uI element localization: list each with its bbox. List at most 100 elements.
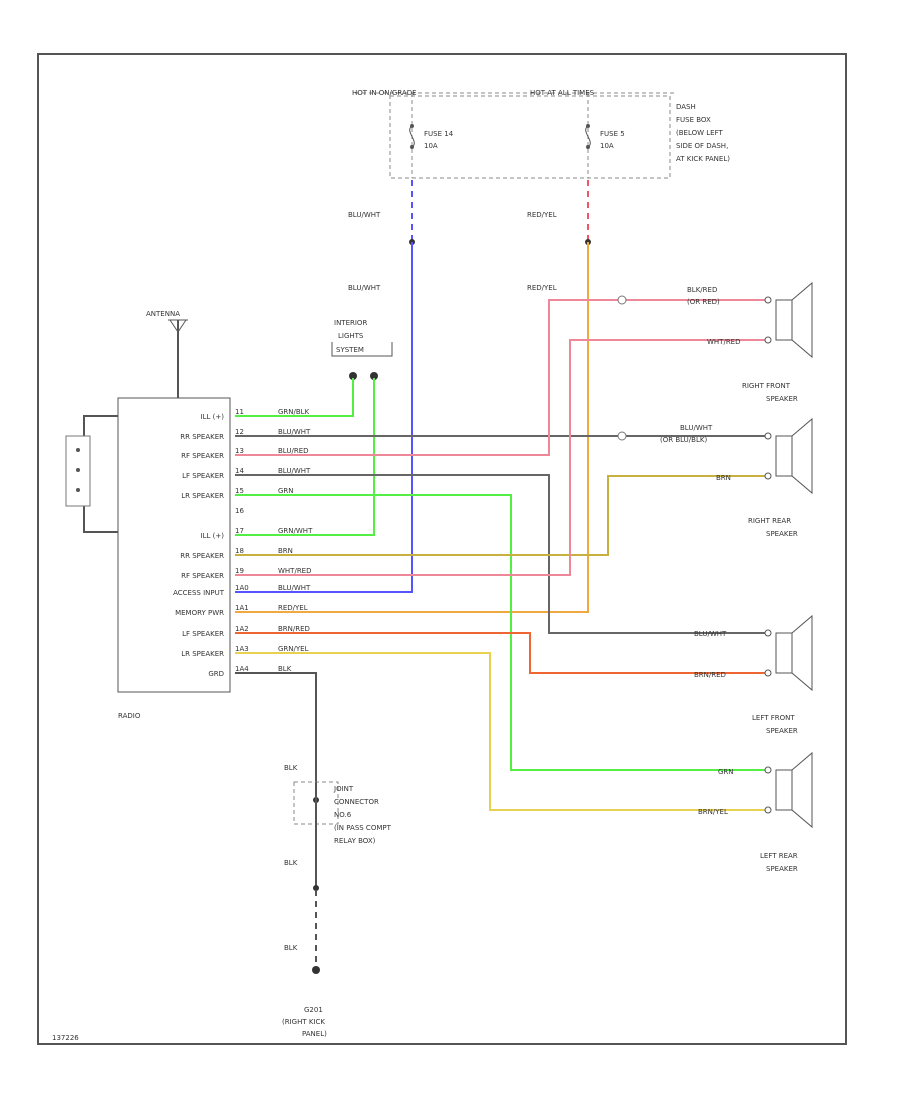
- lf-wire-top: BLU/WHT: [694, 630, 727, 638]
- fusebox-line-5: AT KICK PANEL): [676, 155, 730, 163]
- lf-wire-bottom: BRN/RED: [694, 671, 726, 679]
- fuse-5-label: FUSE 5: [600, 130, 625, 138]
- rr-terminal-bottom: [764, 472, 772, 480]
- side-connector-pin-2: [76, 468, 80, 472]
- radio-pin-number: 18: [235, 547, 244, 555]
- radio-pin-label: LR SPEAKER: [181, 492, 224, 500]
- ground-splice-dot: [313, 885, 319, 891]
- wire-rr-lower: [235, 475, 765, 556]
- orange-feed-wire: [235, 242, 589, 613]
- radio-pin-number: 11: [235, 408, 244, 416]
- wire-rf-lower: [235, 339, 765, 576]
- ground-point-line-3: PANEL): [302, 1030, 327, 1038]
- radio-wire-color-label: GRN/WHT: [278, 527, 313, 535]
- lf-terminal-top: [764, 629, 772, 637]
- fuse-5-rating: 10A: [600, 142, 614, 150]
- radio-pin-number: 1A3: [235, 645, 249, 653]
- radio-pin-label: GRD: [208, 670, 224, 678]
- radio-side-connector: [65, 415, 118, 533]
- rf-wire-bottom: WHT/RED: [707, 338, 741, 346]
- speaker-left-front: BLU/WHT BRN/RED LEFT FRONT SPEAKER: [694, 614, 813, 735]
- hot-right-label: HOT AT ALL TIMES: [530, 89, 595, 97]
- wire-ill-2: [235, 378, 375, 536]
- radio-pin-number: 1A4: [235, 665, 249, 673]
- fuse-5-symbol: [585, 125, 591, 148]
- radio-pin-label: ILL (+): [201, 413, 225, 421]
- radio-pin-number: 14: [235, 467, 244, 475]
- interior-lights-terminal-2: [370, 372, 378, 380]
- inline-connector-rf: [617, 295, 627, 305]
- radio-pin-number: 15: [235, 487, 244, 495]
- rf-wire-top-1: BLK/RED: [687, 286, 717, 294]
- antenna: ANTENNA: [146, 310, 188, 398]
- radio-pin-label: LF SPEAKER: [182, 472, 224, 480]
- side-connector-body: [65, 435, 91, 507]
- radio-wire-color-label: BRN: [278, 547, 293, 555]
- radio-pin-label: RF SPEAKER: [181, 452, 224, 460]
- radio-pin-number: 17: [235, 527, 244, 535]
- rf-speaker-cone: [791, 281, 813, 359]
- rf-speaker-name-1: RIGHT FRONT: [742, 382, 791, 390]
- radio-pin-label: ACCESS INPUT: [173, 589, 225, 597]
- inline-connector-rr: [617, 431, 627, 441]
- radio-wire-color-label: GRN: [278, 487, 294, 495]
- radio-wire-color-label: BLU/WHT: [278, 584, 311, 592]
- blue-feed-wire: [235, 242, 413, 593]
- fusebox-line-4: SIDE OF DASH,: [676, 142, 728, 150]
- antenna-label: ANTENNA: [146, 310, 180, 318]
- fusebox-line-3: (BELOW LEFT: [676, 129, 723, 137]
- red-yel-top-label: RED/YEL: [527, 211, 557, 219]
- radio-pin-label: LR SPEAKER: [181, 650, 224, 658]
- radio-pin-label: RF SPEAKER: [181, 572, 224, 580]
- joint-connector-line-1: JOINT: [333, 785, 354, 793]
- rf-speaker-magnet: [775, 299, 793, 341]
- radio-pin-number: 1A2: [235, 625, 249, 633]
- lr-speaker-cone: [791, 751, 813, 829]
- radio-pin-number: 12: [235, 428, 244, 436]
- blu-wht-top-label: BLU/WHT: [348, 211, 381, 219]
- radio-pin-label: RR SPEAKER: [180, 433, 224, 441]
- radio-wire-color-label: WHT/RED: [278, 567, 312, 575]
- wire-lf-lower: [235, 632, 765, 674]
- rr-wire-top-1: BLU/WHT: [680, 424, 713, 432]
- rr-speaker-name-1: RIGHT REAR: [748, 517, 791, 525]
- interior-lights-line-1: INTERIOR: [334, 319, 367, 327]
- antenna-arm-right: [177, 319, 187, 333]
- joint-connector-line-3: NO.6: [334, 811, 352, 819]
- lf-speaker-name-2: SPEAKER: [766, 727, 798, 735]
- antenna-arm-left: [169, 319, 179, 333]
- fusebox-label: DASH FUSE BOX (BELOW LEFT SIDE OF DASH, …: [676, 103, 730, 163]
- diagram-border: [37, 53, 847, 1045]
- radio-wire-color-label: GRN/YEL: [278, 645, 309, 653]
- interior-lights: INTERIOR LIGHTS SYSTEM: [331, 319, 393, 380]
- radio-pin-label: MEMORY PWR: [175, 609, 224, 617]
- ground-blk-3: BLK: [284, 944, 298, 952]
- fuse-14-rating: 10A: [424, 142, 438, 150]
- radio-label: RADIO: [118, 712, 141, 720]
- lr-wire-bottom: BRN/YEL: [698, 808, 728, 816]
- lr-speaker-magnet: [775, 769, 793, 811]
- red-yel-mid-label: RED/YEL: [527, 284, 557, 292]
- lr-terminal-top: [764, 766, 772, 774]
- interior-lights-bracket: [331, 342, 393, 357]
- rf-terminal-top: [764, 296, 772, 304]
- radio-pin-number: 16: [235, 507, 244, 515]
- wire-ill-1: [235, 378, 354, 417]
- radio-pin-number: 13: [235, 447, 244, 455]
- radio-pin-label: LF SPEAKER: [182, 630, 224, 638]
- ground-point-dot: [312, 966, 320, 974]
- radio-pin-number: 19: [235, 567, 244, 575]
- lr-speaker-name-1: LEFT REAR: [760, 852, 798, 860]
- wire-rf-upper: [235, 299, 765, 456]
- lf-speaker-name-1: LEFT FRONT: [752, 714, 795, 722]
- radio-wire-color-label: BLU/RED: [278, 447, 309, 455]
- radio-pin-number: 1A0: [235, 584, 249, 592]
- radio-wire-color-label: BRN/RED: [278, 625, 310, 633]
- rr-wire-bottom: BRN: [716, 474, 731, 482]
- radio-pin-label: ILL (+): [201, 532, 225, 540]
- radio-pin-number: 1A1: [235, 604, 249, 612]
- speaker-left-rear: GRN BRN/YEL LEFT REAR SPEAKER: [698, 751, 813, 873]
- radio-box: [117, 397, 231, 693]
